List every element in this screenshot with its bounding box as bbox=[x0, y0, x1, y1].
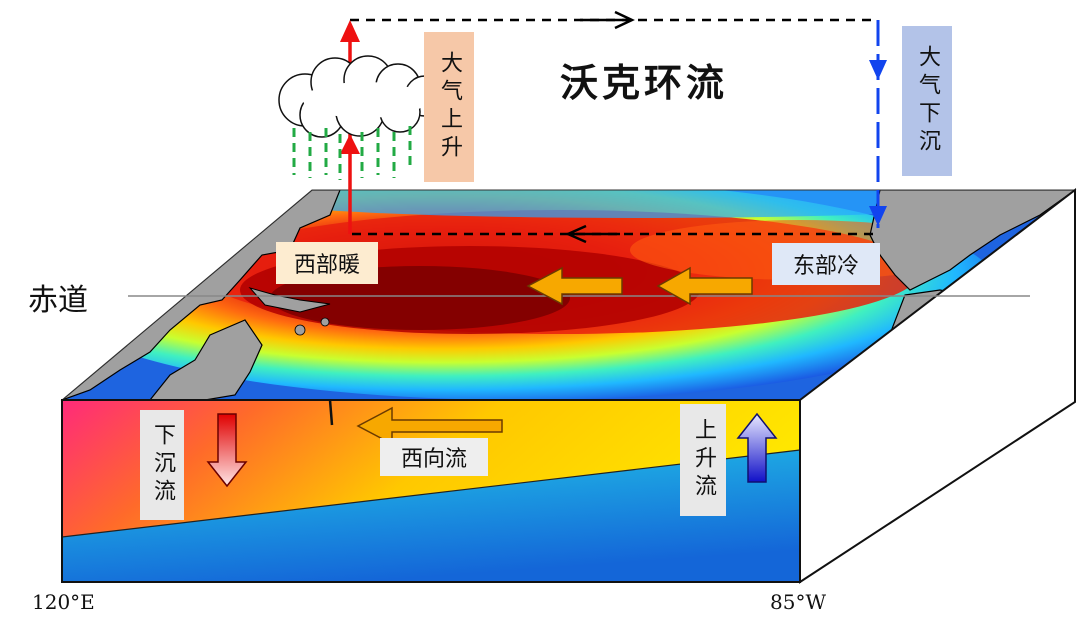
air-rising-label: 大气上升 bbox=[424, 32, 474, 182]
asia-land bbox=[62, 190, 341, 400]
surface-wind-arrows bbox=[356, 266, 753, 446]
westward-flow-label: 西向流 bbox=[380, 438, 488, 476]
west-warm-label: 西部暖 bbox=[276, 242, 378, 284]
arrow-up-icon bbox=[340, 20, 360, 42]
downwelling-arrow-icon bbox=[206, 413, 248, 488]
arrow-right-icon bbox=[580, 10, 635, 30]
air-sinking-label: 大气下沉 bbox=[902, 26, 952, 176]
longitude-west-label: 120°E bbox=[32, 590, 95, 614]
sea-surface bbox=[62, 190, 1075, 400]
box-side-face bbox=[799, 187, 1076, 584]
equator-label: 赤道 bbox=[28, 283, 88, 318]
downwelling-label: 下沉流 bbox=[140, 410, 184, 520]
east-cold-label: 东部冷 bbox=[772, 243, 880, 285]
diagram-title: 沃克环流 bbox=[560, 60, 729, 105]
cloud-icon bbox=[278, 55, 446, 138]
longitude-east-label: 85°W bbox=[770, 590, 827, 614]
arrow-left-icon bbox=[564, 224, 620, 244]
rain-icon bbox=[292, 126, 412, 180]
arrow-down-icon bbox=[869, 60, 887, 80]
upwelling-arrow-icon bbox=[736, 412, 778, 483]
australia-land bbox=[148, 319, 263, 400]
upwelling-label: 上升流 bbox=[680, 404, 726, 516]
